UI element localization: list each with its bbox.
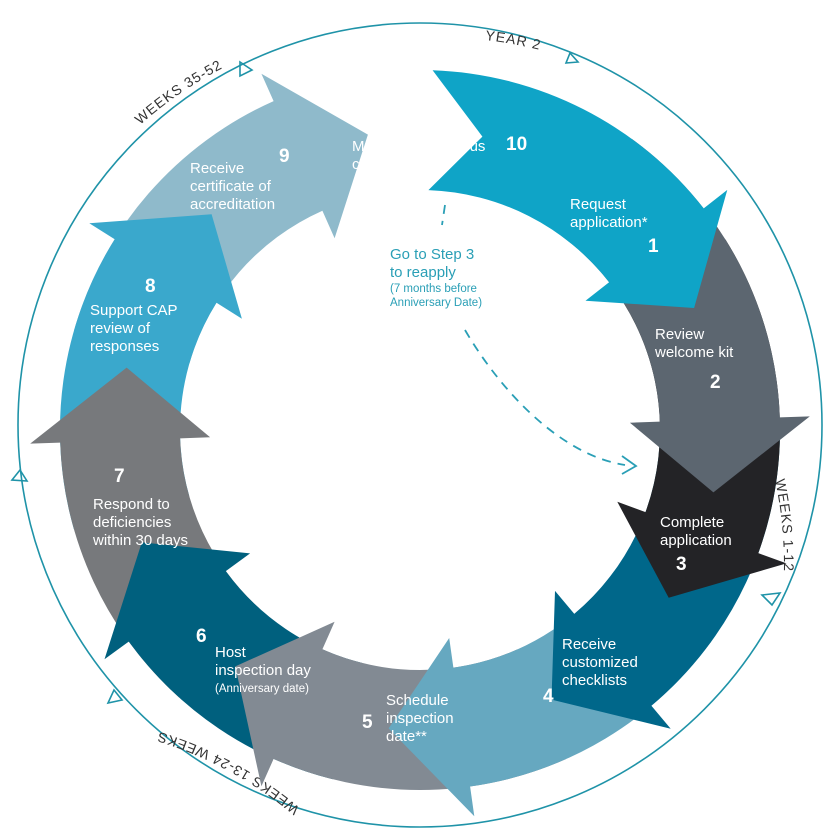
- step2-number: 2: [710, 372, 721, 393]
- step9-number: 9: [279, 146, 290, 167]
- step10-number: 10: [506, 134, 528, 155]
- step7-number: 7: [114, 466, 125, 487]
- reapply-arrowhead: [621, 455, 638, 475]
- ring-arrow-left: [10, 468, 29, 482]
- ring-arrow-weeks-13-24: [106, 688, 124, 705]
- ring-label-year2: YEAR 2: [485, 27, 543, 53]
- reapply-note: Go to Step 3 to reapply (7 months before…: [390, 246, 483, 309]
- step1-number: 1: [648, 236, 659, 257]
- step6-number: 6: [196, 626, 207, 647]
- reapply-dashed-arrow: [441, 204, 626, 466]
- ring-label-weeks-35-52: WEEKS 35-52: [131, 56, 224, 127]
- ring-arrow-weeks-35-52: [239, 60, 254, 78]
- ring-arrow-year2: [564, 51, 580, 64]
- step4-arrow: [388, 571, 712, 817]
- ring-arrow-weeks-1-12: [760, 592, 782, 607]
- step3-number: 3: [676, 554, 687, 575]
- step4-number: 4: [543, 686, 554, 707]
- step8-number: 8: [145, 276, 156, 297]
- step10-arrow: [428, 70, 728, 308]
- ring-label-weeks-1-12: WEEKS 1-12: [772, 477, 797, 572]
- outer-ring: [17, 22, 823, 828]
- step7-arrow: [30, 367, 260, 698]
- step5-number: 5: [362, 712, 373, 733]
